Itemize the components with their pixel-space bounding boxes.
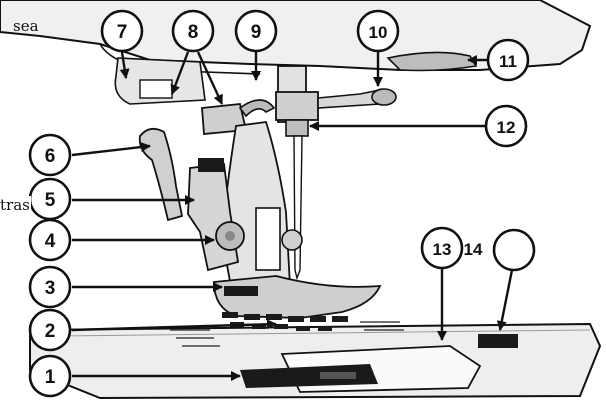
leader-7: [119, 51, 130, 79]
callout-circle-10: [356, 9, 400, 53]
threader-lever: [386, 51, 478, 72]
thread-guide-hook: [238, 99, 276, 118]
buttonhole-lever: [138, 127, 184, 222]
bobbin-cover-release: [478, 334, 518, 348]
shank-window: [255, 207, 281, 271]
callout-number-8: 8: [188, 22, 199, 43]
leader-6: [71, 142, 151, 157]
callout-circle-blank: [492, 228, 536, 272]
callout-circle-6: [28, 133, 72, 177]
threader-knob: [371, 88, 397, 106]
callout-number-10: 10: [369, 23, 388, 42]
callout-circle-13: [420, 226, 464, 270]
callout-number-3: 3: [45, 278, 56, 299]
callout-circle-2: [28, 308, 72, 352]
needle-threader-body: [275, 91, 319, 121]
presser-foot: [213, 275, 382, 319]
callout-circle-3: [28, 265, 72, 309]
callout-number-4: 4: [45, 231, 56, 252]
callout-number-14: 14: [464, 240, 483, 259]
callout-number-9: 9: [251, 22, 262, 43]
callout-number-5: 5: [45, 190, 56, 211]
leader-8a: [170, 51, 190, 95]
leader-2: [71, 319, 277, 332]
seam-guide-marks: [170, 321, 404, 347]
callout-number-1: 1: [45, 367, 56, 388]
callout-number-13: 13: [433, 240, 452, 259]
callout-circles: [28, 9, 536, 398]
leader-lines: [71, 51, 514, 381]
callout-circle-8: [171, 9, 215, 53]
callout-number-2: 2: [45, 321, 56, 342]
callout-circle-12: [484, 104, 528, 148]
needle-plate-seam-line: [59, 329, 591, 337]
shank-side-knob: [281, 229, 303, 251]
callout-circle-1: [28, 354, 72, 398]
callout-number-7: 7: [117, 22, 128, 43]
plate-release-slot-highlight: [320, 372, 356, 379]
callout-circle-9: [234, 9, 278, 53]
text-fragment-mid-left: tras: [0, 196, 31, 214]
presser-foot-screw-center: [225, 231, 235, 241]
thread-cutter-top: [198, 158, 224, 172]
needle-clamp: [285, 119, 309, 137]
callout-circle-7: [100, 9, 144, 53]
callout-number-11: 11: [499, 52, 517, 71]
callout-number-6: 6: [45, 146, 56, 167]
callout-number-12: 12: [497, 118, 516, 137]
leader-8b: [196, 51, 224, 105]
presser-foot-pin: [224, 286, 258, 296]
leader-14: [496, 269, 514, 331]
light-lens: [139, 79, 173, 99]
plate-release-slot: [240, 364, 378, 388]
needle: [293, 135, 303, 281]
callout-circle-11: [486, 38, 530, 82]
text-fragment-top-left: sea: [13, 17, 39, 35]
